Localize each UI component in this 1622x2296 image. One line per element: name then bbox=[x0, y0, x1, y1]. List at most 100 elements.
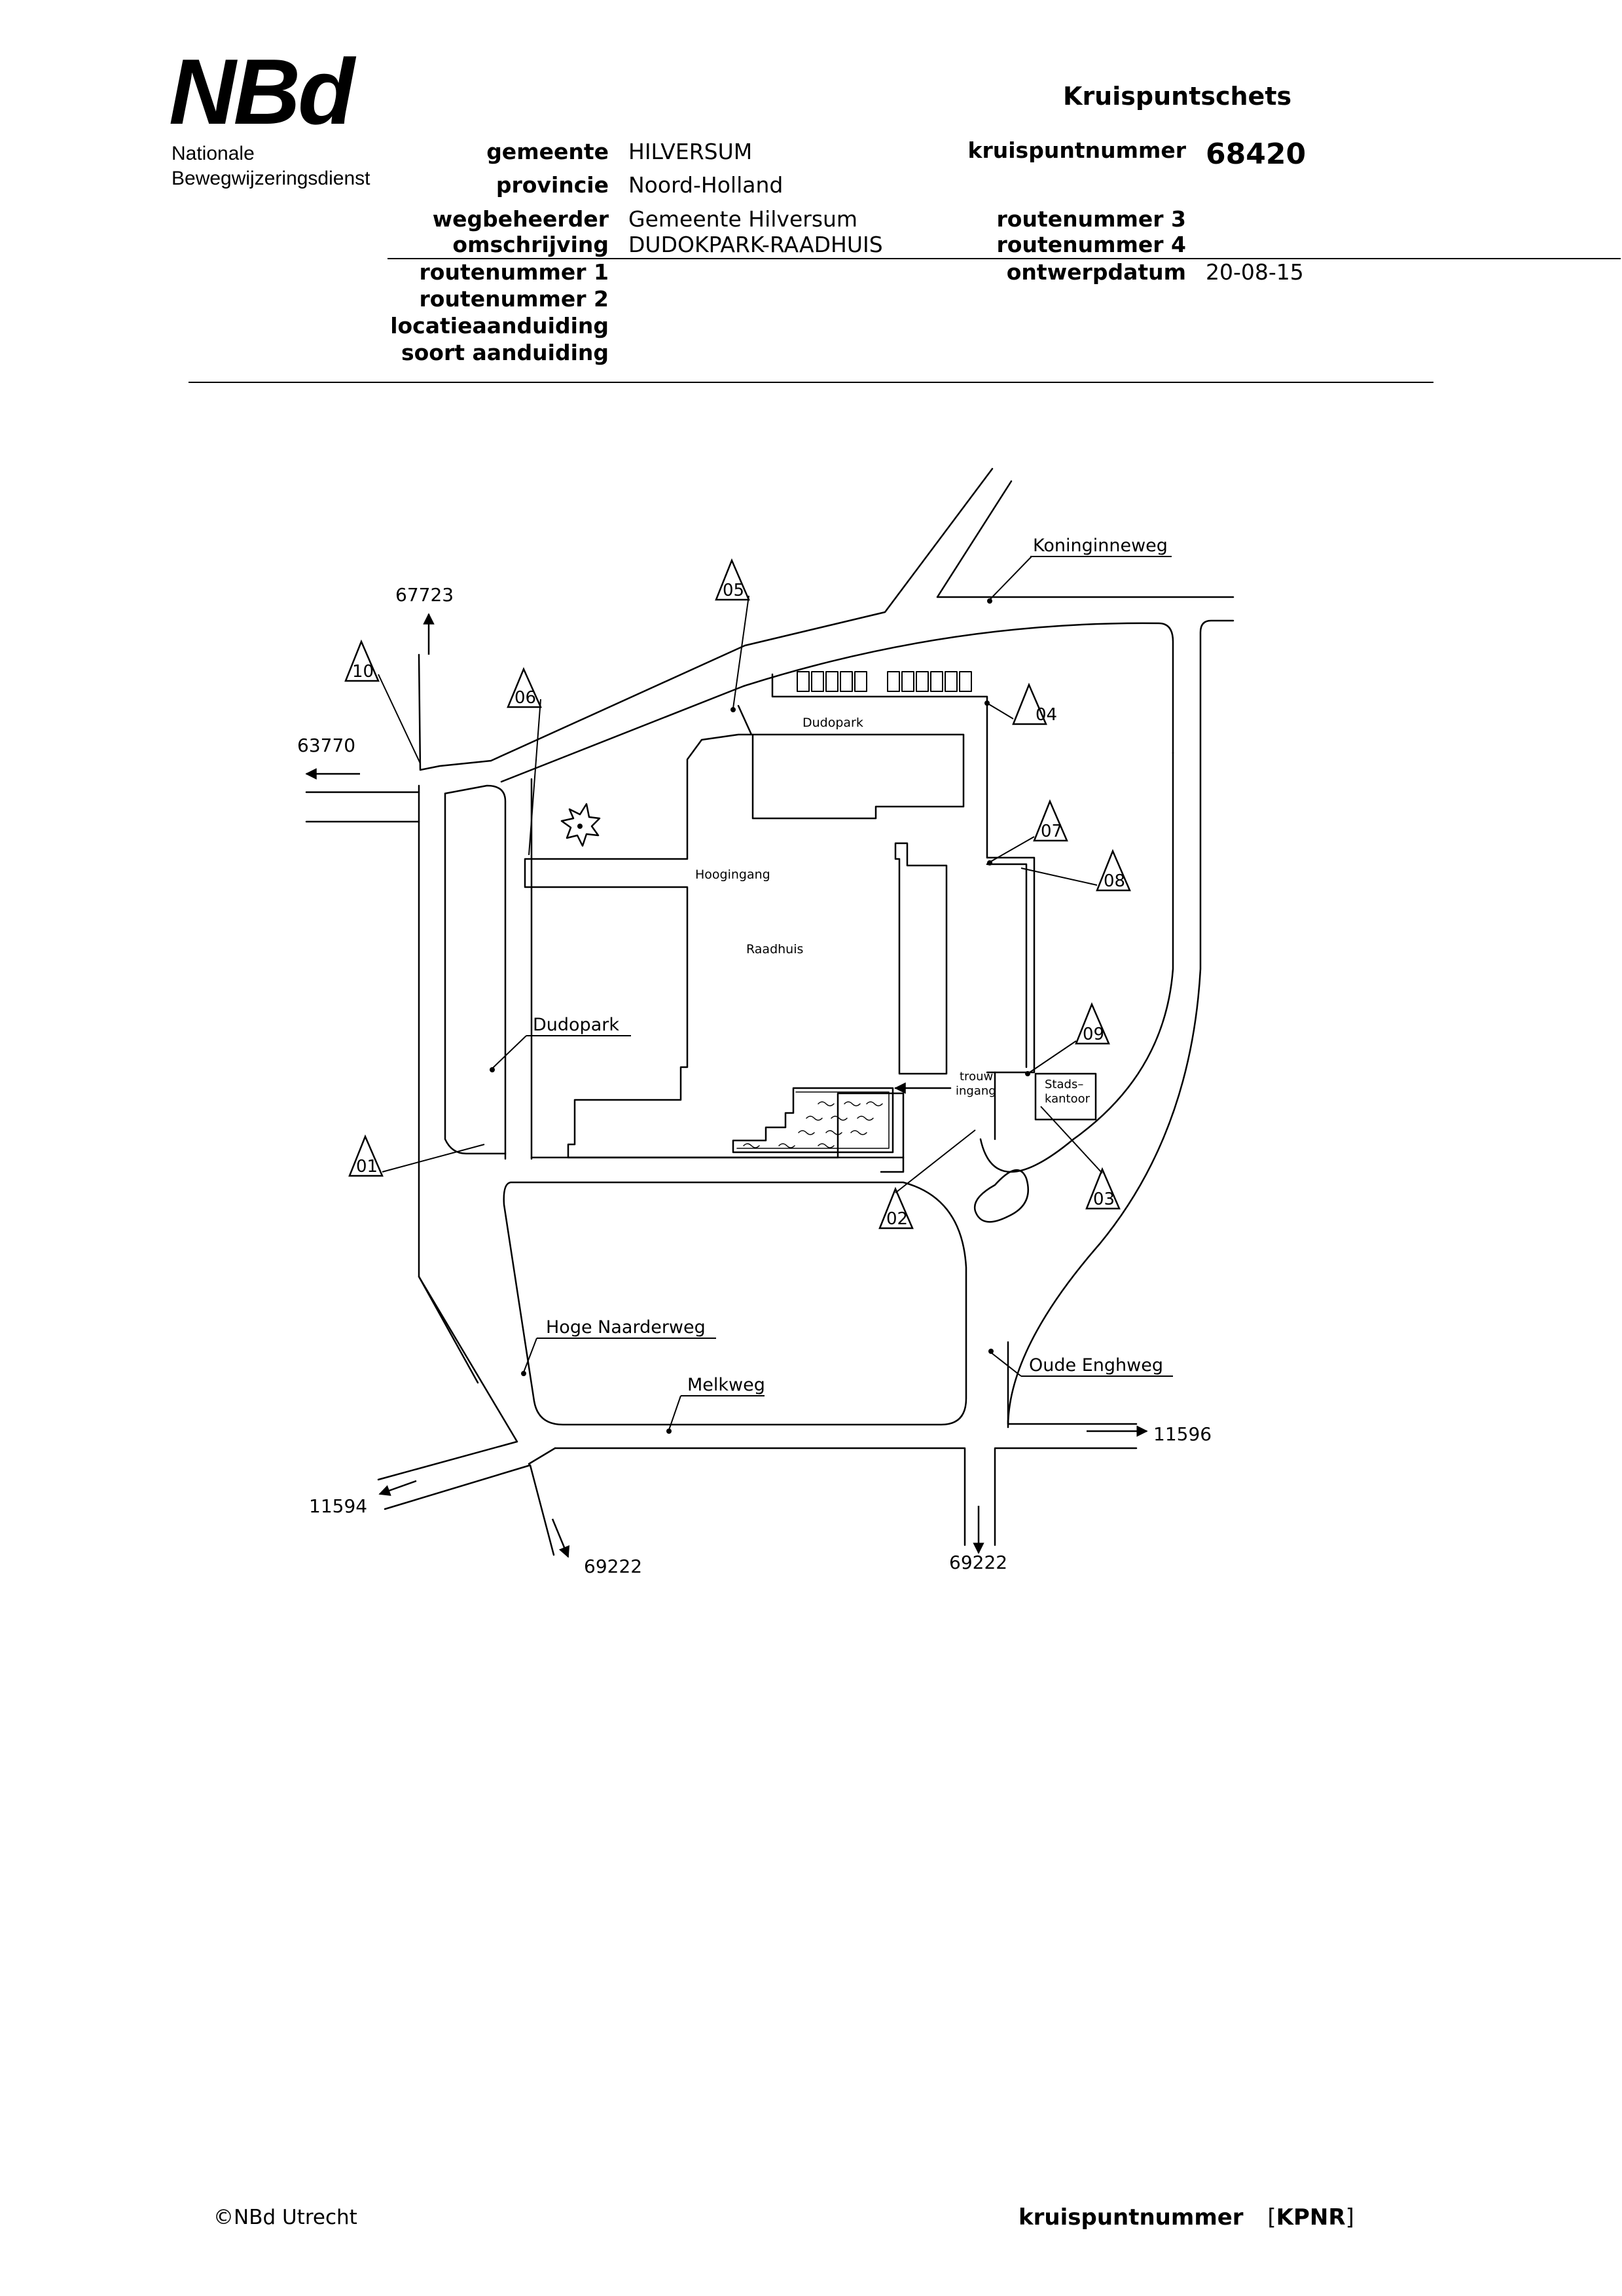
omschrijving-value: DUDOKPARK-RAADHUIS bbox=[628, 232, 883, 257]
leader-dudopark-west bbox=[492, 1035, 527, 1069]
raadhuis-outline bbox=[524, 704, 965, 1173]
road-koninginneweg-diag-right bbox=[936, 480, 1235, 598]
footer-copyright: ©NBd Utrecht bbox=[213, 2206, 357, 2229]
routenummer-1-label: routenummer 1 bbox=[419, 259, 609, 285]
leader-hoge-naarderweg bbox=[523, 1338, 537, 1373]
leader-01 bbox=[382, 1144, 485, 1173]
road-south-east bbox=[994, 1447, 1138, 1546]
gemeente-value: HILVERSUM bbox=[628, 139, 753, 164]
road-south-west-a bbox=[377, 1440, 518, 1481]
dot-dudopark bbox=[490, 1067, 495, 1072]
sign-label-10: 10 bbox=[352, 662, 374, 682]
south-block-outline bbox=[503, 1181, 967, 1426]
arrow-south-1 bbox=[551, 1518, 570, 1558]
sign-label-09: 09 bbox=[1083, 1025, 1104, 1044]
nbd-logo-mark: NBd bbox=[169, 40, 355, 144]
inner-block-east-2 bbox=[986, 863, 1028, 1068]
footer-kpnr-open: [ bbox=[1267, 2204, 1276, 2231]
inner-block-east bbox=[986, 856, 1036, 1074]
sign-label-06: 06 bbox=[514, 688, 536, 708]
ontwerpdatum-value: 20-08-15 bbox=[1206, 259, 1304, 285]
leader-10 bbox=[378, 674, 421, 764]
header-rule-top bbox=[387, 258, 1621, 259]
dot-09 bbox=[1025, 1071, 1030, 1076]
sign-marker-10 bbox=[344, 639, 380, 682]
routenummer-3-label: routenummer 3 bbox=[996, 206, 1186, 232]
sign-label-03: 03 bbox=[1093, 1190, 1115, 1209]
road-east-outer bbox=[1007, 619, 1235, 1429]
footer-kpnr: kruispuntnummer [KPNR] bbox=[1018, 2206, 1354, 2229]
soort-aanduiding-label: soort aanduiding bbox=[401, 340, 609, 365]
sign-marker-01 bbox=[348, 1134, 384, 1177]
roundabout-island bbox=[973, 1169, 1030, 1223]
tree-center bbox=[577, 824, 583, 829]
footer-kpnr-close: ] bbox=[1345, 2204, 1354, 2231]
road-west-outer bbox=[418, 784, 518, 1443]
pond-inner bbox=[736, 1091, 890, 1149]
leader-05 bbox=[732, 595, 749, 709]
dot-04 bbox=[984, 701, 990, 706]
leader-08 bbox=[1020, 867, 1098, 886]
leader-06 bbox=[528, 699, 541, 856]
arrow-southwest bbox=[378, 1480, 417, 1496]
dot-07 bbox=[987, 860, 992, 866]
logo-line-1: Nationale bbox=[171, 143, 255, 164]
street-label-melkweg: Melkweg bbox=[687, 1375, 765, 1395]
neighbor-label-east: 11596 bbox=[1153, 1423, 1212, 1445]
leader-koninginneweg bbox=[989, 556, 1032, 600]
leader-02 bbox=[895, 1129, 976, 1194]
sign-marker-02 bbox=[878, 1186, 914, 1230]
provincie-label: provincie bbox=[496, 172, 609, 198]
sign-label-05: 05 bbox=[723, 581, 744, 600]
kruispuntnummer-value: 68420 bbox=[1206, 137, 1307, 171]
header-rule-bottom bbox=[189, 382, 1433, 383]
wegbeheerder-label: wegbeheerder bbox=[432, 206, 609, 232]
locatieaanduiding-label: locatieaanduiding bbox=[390, 313, 609, 338]
road-south-connector bbox=[528, 1447, 556, 1465]
street-label-dudopark: Dudopark bbox=[533, 1015, 619, 1035]
footer-kpnr-value: KPNR bbox=[1276, 2204, 1346, 2231]
dot-hoge-naarderweg bbox=[521, 1371, 526, 1376]
footer-kpnr-label: kruispuntnummer bbox=[1018, 2204, 1244, 2231]
neighbor-label-west: 63770 bbox=[297, 735, 355, 756]
leader-09 bbox=[1027, 1040, 1077, 1074]
road-koninginneweg-diag-left bbox=[418, 467, 994, 771]
road-dudopark-strip-left bbox=[444, 792, 507, 1155]
leader-04 bbox=[986, 702, 1014, 720]
sign-label-07: 07 bbox=[1041, 822, 1062, 841]
sign-marker-05 bbox=[715, 558, 750, 601]
neighbor-label-north: 67723 bbox=[395, 584, 454, 606]
road-south-melkweg bbox=[554, 1447, 966, 1546]
routenummer-2-label: routenummer 2 bbox=[419, 286, 609, 312]
kruispuntnummer-label: kruispuntnummer bbox=[967, 137, 1186, 163]
sign-marker-09 bbox=[1075, 1002, 1110, 1045]
neighbor-label-southwest: 11594 bbox=[309, 1495, 367, 1517]
document-title: Kruispuntschets bbox=[1063, 82, 1292, 111]
leader-oude-enghweg bbox=[990, 1352, 1022, 1377]
building-label-dudopark: Dudopark bbox=[802, 716, 863, 730]
ontwerpdatum-label: ontwerpdatum bbox=[1006, 259, 1186, 285]
neighbor-label-south-1: 69222 bbox=[584, 1556, 642, 1577]
road-north-inner bbox=[500, 622, 1174, 783]
building-label-raadhuis: Raadhuis bbox=[746, 942, 803, 957]
street-label-hoge-naarderweg: Hoge Naarderweg bbox=[546, 1317, 706, 1338]
sign-marker-06 bbox=[507, 666, 542, 708]
building-label-trouw: trouw bbox=[960, 1070, 993, 1084]
road-west-inner bbox=[444, 784, 507, 1160]
stadskantoor-box bbox=[1034, 1072, 1097, 1121]
leader-03 bbox=[1040, 1106, 1103, 1174]
building-label-hoogingang: Hoogingang bbox=[695, 867, 770, 882]
pond-waves bbox=[743, 1101, 883, 1148]
sign-label-04: 04 bbox=[1036, 705, 1057, 725]
street-label-oude-enghweg: Oude Enghweg bbox=[1029, 1355, 1163, 1376]
dot-melkweg bbox=[666, 1429, 672, 1434]
building-label-ingang: ingang bbox=[956, 1084, 996, 1098]
road-parking-edge bbox=[771, 673, 988, 859]
building-label-kantoor: kantoor bbox=[1045, 1092, 1090, 1106]
logo-line-2: Bewegwijzeringsdienst bbox=[171, 168, 370, 189]
sign-label-01: 01 bbox=[356, 1157, 378, 1176]
sign-marker-04 bbox=[1012, 682, 1047, 725]
dot-koninginneweg bbox=[987, 598, 992, 604]
leader-melkweg bbox=[668, 1395, 681, 1430]
